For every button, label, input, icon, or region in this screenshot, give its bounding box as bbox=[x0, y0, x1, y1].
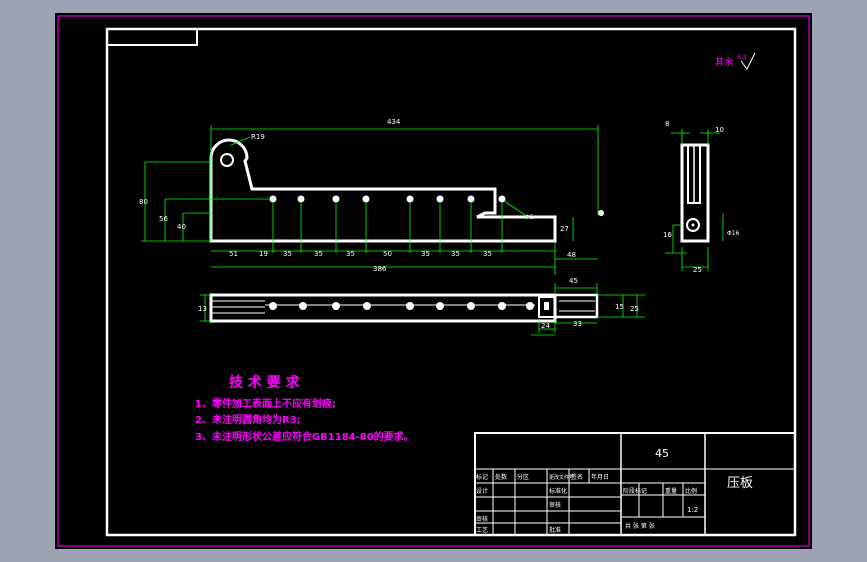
notes-title: 技 术 要 求 bbox=[229, 374, 301, 391]
dim-r19: R19 bbox=[251, 133, 265, 141]
note-item-1: 1、零件加工表面上不应有划痕; bbox=[195, 397, 336, 410]
dim-386: 386 bbox=[373, 265, 387, 273]
dim-35b: 35 bbox=[314, 250, 323, 258]
front-view bbox=[209, 138, 604, 243]
dim-side-10: 10 bbox=[715, 126, 724, 134]
tb-label-ratio: 比例 bbox=[685, 487, 697, 495]
tb-label-mark: 标记 bbox=[476, 473, 488, 481]
note-item-3: 3、未注明形状公差应符合GB1184-80的要求。 bbox=[195, 430, 414, 443]
title-material: 45 bbox=[655, 447, 669, 460]
tb-label-approve: 批准 bbox=[549, 526, 561, 534]
note-item-2: 2、未注明圆角均为R3; bbox=[195, 413, 301, 426]
dim-top-13: 13 bbox=[198, 305, 207, 313]
dim-35e: 35 bbox=[451, 250, 460, 258]
dim-19: 19 bbox=[259, 250, 268, 258]
dim-top-45: 45 bbox=[569, 277, 578, 285]
top-hole-2 bbox=[299, 302, 307, 310]
top-hole-9 bbox=[526, 302, 534, 310]
dim-side-16: 16 bbox=[663, 231, 672, 239]
tb-label-count: 处数 bbox=[495, 473, 507, 481]
top-hole-4 bbox=[363, 302, 371, 310]
title-scale: 1:2 bbox=[687, 506, 698, 514]
front-hole-9 bbox=[598, 210, 604, 216]
top-hole-5 bbox=[406, 302, 414, 310]
corner-tab bbox=[107, 29, 198, 46]
dim-48: 48 bbox=[567, 251, 576, 259]
top-hole-7 bbox=[467, 302, 475, 310]
front-view-outline bbox=[209, 138, 557, 243]
dim-35f: 35 bbox=[483, 250, 492, 258]
top-hole-1 bbox=[269, 302, 277, 310]
dim-top-25: 25 bbox=[630, 305, 639, 313]
dim-40: 40 bbox=[177, 223, 186, 231]
dim-35d: 35 bbox=[421, 250, 430, 258]
roughness-symbol bbox=[740, 52, 756, 70]
top-hole-6 bbox=[436, 302, 444, 310]
top-hole-8 bbox=[498, 302, 506, 310]
front-hole-1 bbox=[269, 195, 277, 203]
tb-label-review: 审核 bbox=[476, 515, 488, 523]
dim-80: 80 bbox=[139, 198, 148, 206]
dim-side-dia16: Φ16 bbox=[727, 230, 740, 237]
tb-label-change-doc: 更改文件号 bbox=[549, 474, 574, 481]
dim-51: 51 bbox=[229, 250, 238, 258]
top-view-fork bbox=[553, 293, 599, 319]
tb-label-process: 工艺 bbox=[476, 526, 488, 534]
side-view-body bbox=[680, 143, 710, 243]
pivot-hole bbox=[220, 153, 234, 167]
front-hole-3 bbox=[332, 195, 340, 203]
tb-label-standardize: 标准化 bbox=[549, 487, 567, 495]
dim-56: 56 bbox=[159, 215, 168, 223]
front-dimensions bbox=[141, 125, 599, 275]
front-hole-8 bbox=[498, 195, 506, 203]
dim-side-25: 25 bbox=[693, 266, 702, 274]
dim-27: 27 bbox=[560, 225, 569, 233]
front-hole-5 bbox=[406, 195, 414, 203]
front-hole-4 bbox=[362, 195, 370, 203]
tb-label-zone: 分区 bbox=[517, 473, 529, 481]
side-view-hole bbox=[686, 218, 700, 232]
side-view bbox=[680, 143, 710, 243]
dim-top-33: 33 bbox=[573, 320, 582, 328]
surface-note: 其余 bbox=[715, 56, 733, 68]
dim-top-15: 15 bbox=[615, 303, 624, 311]
front-hole-6 bbox=[436, 195, 444, 203]
tb-label-design: 设计 bbox=[476, 487, 488, 495]
dim-top-24: 24 bbox=[541, 322, 550, 330]
tb-label-weight: 重量 bbox=[665, 487, 677, 495]
dim-hole-dia: Φ5 bbox=[525, 214, 534, 221]
dim-35a: 35 bbox=[283, 250, 292, 258]
top-view bbox=[209, 293, 599, 323]
dim-side-8: 8 bbox=[665, 120, 669, 128]
tb-label-sign: 签名 bbox=[571, 473, 583, 481]
side-dimensions bbox=[665, 129, 724, 271]
front-hole-7 bbox=[467, 195, 475, 203]
tb-label-date: 年月日 bbox=[591, 473, 609, 481]
title-part-name: 压板 bbox=[727, 476, 753, 491]
dim-50: 50 bbox=[383, 250, 392, 258]
surface-value: 6.3 bbox=[737, 54, 747, 61]
title-block bbox=[474, 432, 796, 536]
tb-label-stage-mark: 阶段标记 bbox=[623, 487, 647, 495]
front-hole-2 bbox=[297, 195, 305, 203]
tb-label-check: 审核 bbox=[549, 501, 561, 509]
cad-drawing: 其余 6.3 bbox=[57, 15, 810, 547]
dim-434: 434 bbox=[387, 118, 401, 126]
drawing-border bbox=[105, 27, 797, 537]
top-hole-3 bbox=[332, 302, 340, 310]
top-dimensions bbox=[200, 283, 645, 336]
outer-frame bbox=[57, 15, 810, 547]
tb-label-sheets: 共 张 第 张 bbox=[625, 522, 655, 530]
dim-35c: 35 bbox=[346, 250, 355, 258]
drawing-canvas[interactable]: 其余 6.3 bbox=[55, 13, 812, 549]
